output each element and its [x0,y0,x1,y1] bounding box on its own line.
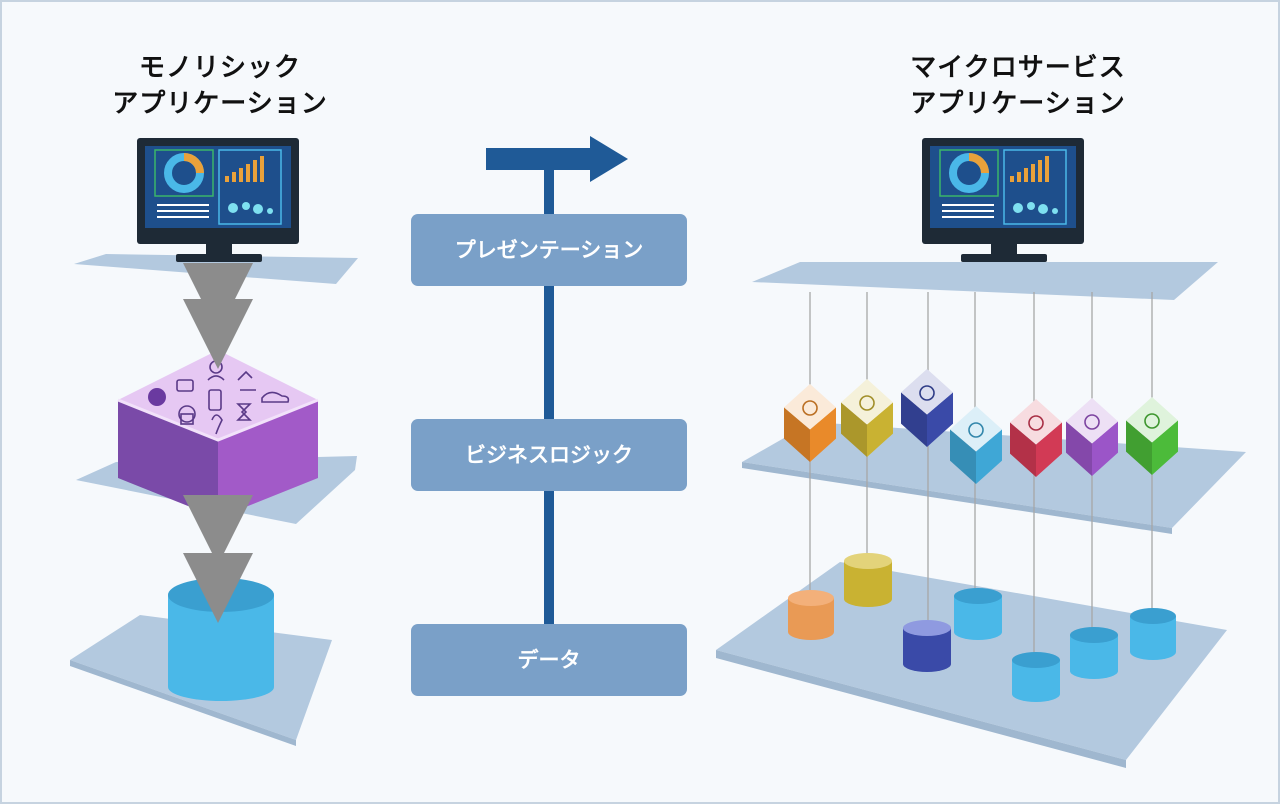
data-platform-left-edge [70,660,296,746]
microservice-cube [901,369,953,447]
person-icon [1084,414,1100,430]
logic-platform-right-edge [742,462,1172,534]
data-platform-right [716,562,1227,760]
data-platform-right-edge [716,650,1126,768]
microservice-cube [1126,397,1178,475]
microservice-cube [1066,398,1118,476]
monolith-block [117,350,319,518]
microservices-title-line2: アプリケーション [910,89,1126,119]
lightbulb-icon [802,400,818,416]
data-layer-label: データ [411,624,687,696]
microservice-cube [841,379,893,457]
layer-axis-arrow [486,136,628,630]
phone-icon [919,385,935,401]
lamp-icon [1144,413,1160,429]
microservices-title-line1: マイクロサービス [910,53,1126,83]
microservice-databases [788,553,1176,702]
monolithic-title-line2: アプリケーション [112,89,328,119]
microservices-stack [716,138,1246,768]
microservices-monitor [922,138,1084,262]
monolith-database [168,578,274,701]
microservice-cube [1010,399,1062,477]
monolithic-title: モノリシック アプリケーション [70,50,370,122]
monolithic-title-line1: モノリシック [138,53,301,83]
presentation-layer-label: プレゼンテーション [411,214,687,286]
presentation-platform-right [752,262,1218,300]
globe-icon [1028,415,1044,431]
microservice-cube [784,384,836,462]
microservice-cubes [784,369,1178,484]
document-icon [859,395,875,411]
microservice-cube [950,406,1002,484]
monolith-monitor [137,138,299,262]
lock-icon [968,422,984,438]
business-logic-layer-label: ビジネスロジック [411,419,687,491]
monolith-stack [70,138,358,746]
microservices-title: マイクロサービス アプリケーション [858,50,1178,122]
